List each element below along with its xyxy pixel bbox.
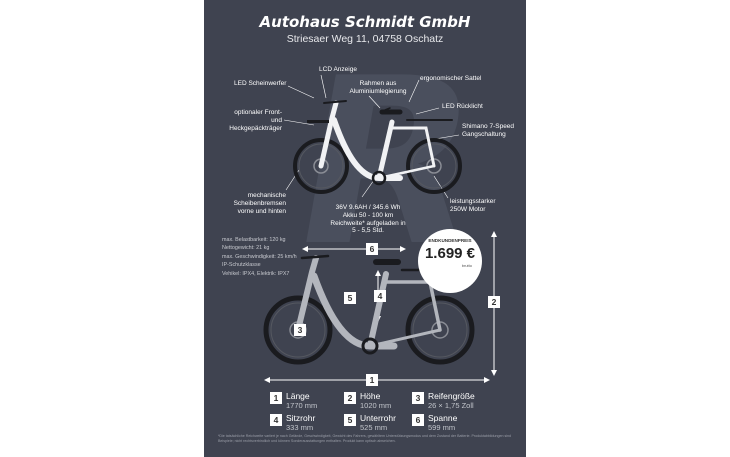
footnote: *Die tatsächliche Reichweite variiert je…: [218, 434, 512, 444]
legend-value: 333 mm: [286, 423, 314, 432]
dealer-title: Autohaus Schmidt GmbH: [259, 13, 471, 31]
label-bremsen: mechanische Scheibenbremsen vorne und hi…: [233, 192, 286, 215]
label-ruecklicht: LED Rücklicht: [442, 103, 483, 110]
legend-num: 2: [344, 392, 356, 404]
legend-title: Unterrohr: [360, 413, 396, 423]
legend-title: Länge: [286, 391, 310, 401]
dim-marker-1: 1: [366, 374, 378, 386]
legend-num: 1: [270, 392, 282, 404]
bike-illustrations: [263, 74, 497, 383]
price-note: brutto: [461, 263, 472, 268]
legend-title: Höhe: [360, 391, 381, 401]
legend-title: Reifengröße: [428, 391, 475, 401]
legend-value: 26 × 1,75 Zoll: [428, 401, 474, 410]
label-lcd: LCD Anzeige: [319, 66, 357, 73]
product-poster: R Autohaus Schmidt GmbH Striesaer Weg 11…: [204, 0, 526, 457]
legend-value: 1020 mm: [360, 401, 392, 410]
legend-value: 525 mm: [360, 423, 388, 432]
legend-title: Spanne: [428, 413, 458, 423]
dealer-address: Striesaer Weg 11, 04758 Oschatz: [286, 33, 444, 45]
dim-marker-6: 6: [366, 243, 378, 255]
legend-value: 1770 mm: [286, 401, 318, 410]
legend-num: 5: [344, 414, 356, 426]
price-label: ENDKUNDENPREIS: [428, 238, 472, 243]
spec-item: Nettogewicht: 21 kg: [222, 245, 270, 252]
dim-marker-5: 5: [344, 292, 356, 304]
label-schaltung: Shimano 7-Speed Gangschaltung: [462, 123, 515, 138]
legend-num: 4: [270, 414, 282, 426]
dim-marker-3: 3: [294, 324, 306, 336]
label-sattel: ergonomischer Sattel: [420, 75, 482, 82]
legend-value: 599 mm: [428, 423, 456, 432]
spec-item: Vehikel: IPX4, Elektrik: IPX7: [222, 270, 290, 277]
label-rahmen: Rahmen aus Aluminiumlegierung: [349, 80, 407, 95]
price-badge: ENDKUNDENPREIS 1.699 € brutto: [418, 229, 482, 293]
dim-marker-2: 2: [488, 296, 500, 308]
label-akku: 36V 9.6AH / 345.6 Wh Akku 50 - 100 km Re…: [330, 204, 406, 235]
specs-list: max. Belastbarkeit: 120 kg Nettogewicht:…: [222, 236, 297, 278]
legend-title: Sitzrohr: [286, 413, 316, 423]
bike-bottom: [263, 254, 475, 365]
label-gepaeck: optionaler Front- und Heckgepäckträger: [229, 109, 282, 132]
spec-item: max. Belastbarkeit: 120 kg: [222, 237, 286, 243]
spec-item: max. Geschwindigkeit: 25 km/h: [222, 253, 297, 260]
price-value: 1.699 €: [424, 245, 476, 262]
legend-num: 3: [412, 392, 424, 404]
label-scheinwerfer: LED Scheinwerfer: [234, 80, 287, 87]
spec-item: IP-Schutzklasse: [222, 262, 261, 269]
bike-top: [293, 100, 462, 194]
label-motor: leistungsstarker 250W Motor: [450, 198, 496, 213]
legend-num: 6: [412, 414, 424, 426]
dim-marker-4: 4: [374, 290, 386, 302]
